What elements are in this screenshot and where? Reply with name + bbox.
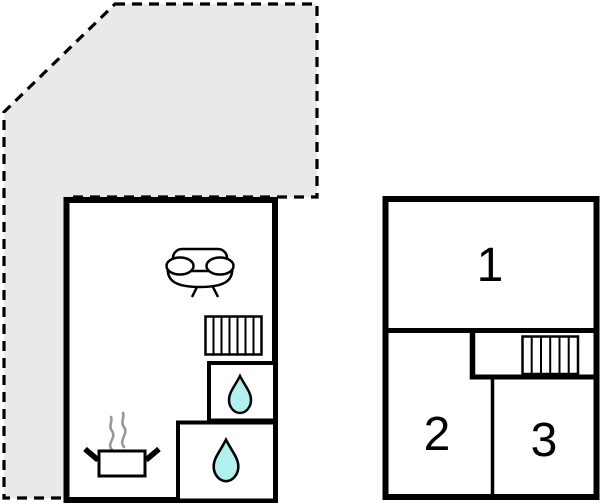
stairs-outline: [204, 315, 263, 356]
pot-handle-left: [83, 446, 100, 463]
sofa-leg-left: [190, 286, 199, 298]
pot-body: [97, 449, 147, 478]
water-drop-icon: [227, 373, 253, 415]
ground-floor-plan: [63, 197, 278, 503]
sofa-icon: [165, 247, 235, 298]
first-floor-plan: 1 2 3: [382, 196, 600, 500]
bathroom: [176, 420, 277, 503]
sofa-arm-right: [205, 256, 235, 276]
sofa-arm-left: [165, 256, 195, 276]
terrace-area: [2, 2, 319, 500]
steam-icon: [108, 411, 127, 452]
stair-step-lines: [212, 317, 255, 354]
stairs-icon: [204, 315, 263, 356]
room-label-3: 3: [531, 414, 558, 467]
pot-handle-right: [144, 446, 161, 463]
stairs-icon: [521, 335, 580, 376]
stair-step-lines: [530, 337, 570, 373]
sofa-leg-right: [211, 286, 220, 298]
room-label-1: 1: [477, 239, 504, 292]
terrace-outline: [2, 2, 319, 500]
shower-cabin: [207, 361, 277, 423]
bathroom-walls: [176, 420, 277, 503]
water-drop-icon: [212, 436, 240, 483]
room-label-2: 2: [424, 408, 451, 461]
cooking-pot-icon: [83, 411, 161, 478]
